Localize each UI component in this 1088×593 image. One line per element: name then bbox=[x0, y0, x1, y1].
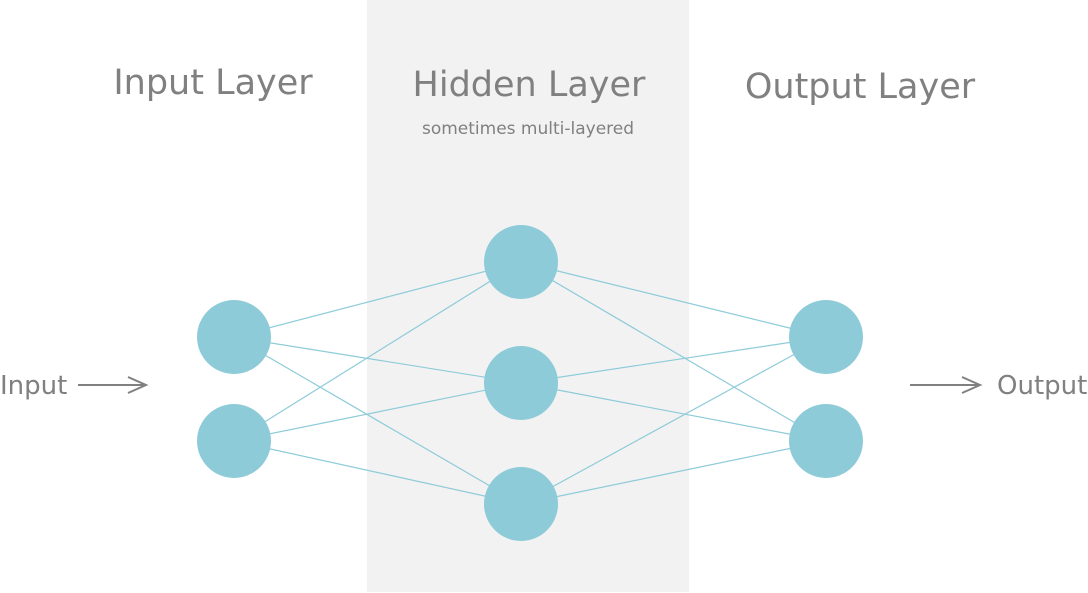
connection-input2-hidden1 bbox=[233, 261, 522, 442]
input-arrow-icon bbox=[78, 376, 149, 394]
input-node-1 bbox=[197, 300, 271, 374]
output-arrow-icon bbox=[910, 376, 983, 394]
connection-hidden3-output1 bbox=[520, 336, 827, 505]
connection-input2-hidden3 bbox=[233, 440, 522, 505]
neurons bbox=[197, 225, 863, 541]
connection-input1-hidden3 bbox=[233, 336, 522, 505]
connection-input1-hidden1 bbox=[233, 261, 522, 338]
connection-input2-hidden2 bbox=[233, 382, 522, 442]
io-arrows bbox=[78, 376, 983, 394]
hidden-node-1 bbox=[484, 225, 558, 299]
connection-hidden1-output1 bbox=[520, 261, 827, 338]
hidden-node-2 bbox=[484, 346, 558, 420]
connections bbox=[233, 261, 827, 505]
input-layer-title: Input Layer bbox=[113, 63, 313, 103]
connection-hidden2-output2 bbox=[520, 382, 827, 442]
connection-hidden2-output1 bbox=[520, 336, 827, 384]
connection-hidden1-output2 bbox=[520, 261, 827, 442]
input-node-2 bbox=[197, 404, 271, 478]
hidden-layer-title: Hidden Layer bbox=[412, 65, 646, 105]
connection-input1-hidden2 bbox=[233, 336, 522, 384]
hidden-layer-subtitle: sometimes multi-layered bbox=[421, 119, 635, 139]
input-label: Input bbox=[0, 371, 68, 401]
output-layer-title: Output Layer bbox=[744, 67, 976, 107]
connection-hidden3-output2 bbox=[520, 440, 827, 505]
output-node-1 bbox=[789, 300, 863, 374]
hidden-node-3 bbox=[484, 467, 558, 541]
output-node-2 bbox=[789, 404, 863, 478]
output-label: Output bbox=[997, 371, 1088, 401]
